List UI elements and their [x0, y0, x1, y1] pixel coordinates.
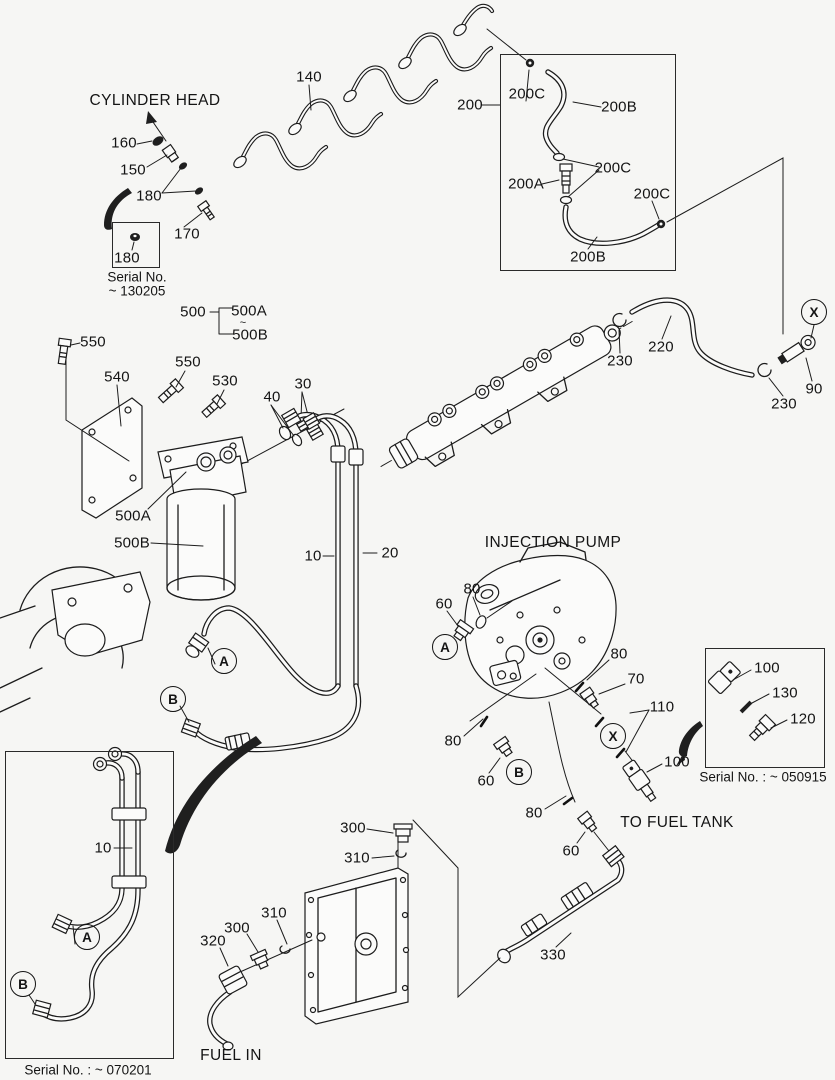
injection-pipes — [233, 6, 527, 170]
injection-pump — [446, 541, 617, 699]
fuel-in-hose — [210, 965, 248, 1051]
fuel-tank-hose-330 — [412, 819, 625, 999]
fuel-hoses-10-20 — [179, 407, 378, 750]
engine-boss — [0, 566, 151, 713]
fuel-return-chain — [463, 659, 663, 852]
side-cover-plate — [219, 823, 413, 1025]
cylinder-head-parts — [104, 111, 216, 251]
inset-adapters — [707, 661, 788, 742]
hose-200-assembly — [480, 58, 784, 335]
inset-hose-10-assembly — [28, 746, 147, 1019]
filter-bracket-540 — [57, 307, 234, 519]
common-rail — [380, 321, 633, 469]
return-hose-220 — [612, 300, 816, 397]
fuel-filter — [147, 391, 345, 601]
reference-arrows — [165, 721, 703, 854]
